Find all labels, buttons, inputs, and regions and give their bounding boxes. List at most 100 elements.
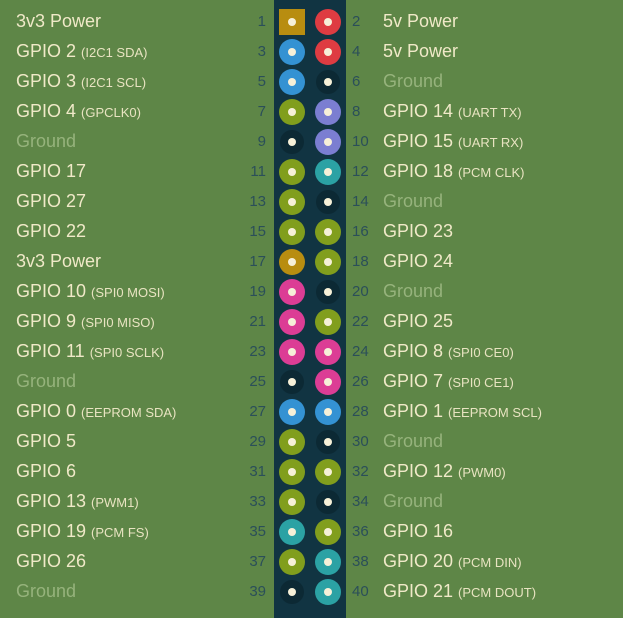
left-pin-cell: [274, 547, 310, 577]
left-pin-sublabel: (SPI0 MOSI): [91, 285, 165, 300]
pin-row[interactable]: GPIO 2(I2C1 SDA) 3 4 5v Power: [0, 37, 623, 67]
right-pin-label: GPIO 25: [383, 311, 454, 331]
right-pin-sublabel: (EEPROM SCL): [448, 405, 542, 420]
pin-dot: [288, 318, 296, 326]
right-pin-label-cell: 5v Power: [378, 36, 623, 68]
left-pin-sublabel: (GPCLK0): [81, 105, 141, 120]
right-pin-indicator: [315, 219, 341, 245]
left-pin-cell: [274, 457, 310, 487]
right-pin-number: 18: [352, 253, 369, 270]
left-pin-number: 17: [249, 253, 266, 270]
left-pin-label-cell: GPIO 22: [0, 216, 234, 248]
pin-dot: [324, 288, 332, 296]
pin-dot: [288, 438, 296, 446]
right-pin-sublabel: (PCM DIN): [458, 555, 522, 570]
pin-row[interactable]: GPIO 11(SPI0 SCLK) 23 24 GPIO 8(SPI0 CE0…: [0, 337, 623, 367]
pin-row[interactable]: GPIO 9(SPI0 MISO) 21 22 GPIO 25: [0, 307, 623, 337]
right-pin-indicator: [315, 459, 341, 485]
pin-row[interactable]: GPIO 22 15 16 GPIO 23: [0, 217, 623, 247]
left-pin-indicator: [279, 99, 305, 125]
left-pin-cell: [274, 37, 310, 67]
right-pin-label-cell: GPIO 7(SPI0 CE1): [378, 366, 623, 398]
left-pin-label: GPIO 27: [16, 191, 87, 211]
pin-row[interactable]: GPIO 17 11 12 GPIO 18(PCM CLK): [0, 157, 623, 187]
right-pin-indicator: [315, 579, 341, 605]
right-pin-number: 40: [352, 583, 369, 600]
right-pin-label-cell: GPIO 1(EEPROM SCL): [378, 396, 623, 428]
right-pin-label: GPIO 23: [383, 221, 454, 241]
pin-dot: [324, 528, 332, 536]
left-pin-label-cell: GPIO 26: [0, 546, 234, 578]
right-pin-label: GPIO 24: [383, 251, 454, 271]
pin-row[interactable]: Ground 9 10 GPIO 15(UART RX): [0, 127, 623, 157]
right-pin-cell: [310, 97, 346, 127]
pin-dot: [324, 408, 332, 416]
pin-row[interactable]: GPIO 10(SPI0 MOSI) 19 20 Ground: [0, 277, 623, 307]
left-pin-label: GPIO 19: [16, 521, 87, 541]
pin-dot: [288, 498, 296, 506]
pin-dot: [288, 258, 296, 266]
pin-row[interactable]: Ground 39 40 GPIO 21(PCM DOUT): [0, 577, 623, 607]
left-pin-label-cell: Ground: [0, 366, 234, 398]
right-pin-label-cell: GPIO 21(PCM DOUT): [378, 576, 623, 608]
right-pin-indicator: [316, 190, 340, 214]
right-pin-number: 6: [352, 73, 361, 90]
pin-row[interactable]: 3v3 Power 17 18 GPIO 24: [0, 247, 623, 277]
pin-dot: [324, 498, 332, 506]
left-pin-cell: [274, 367, 310, 397]
pin-row[interactable]: GPIO 6 31 32 GPIO 12(PWM0): [0, 457, 623, 487]
right-pin-indicator: [316, 280, 340, 304]
pin-row[interactable]: GPIO 3(I2C1 SCL) 5 6 Ground: [0, 67, 623, 97]
pin-row[interactable]: GPIO 5 29 30 Ground: [0, 427, 623, 457]
left-pin-cell: [274, 517, 310, 547]
right-pin-indicator: [315, 399, 341, 425]
left-pin-cell: [274, 157, 310, 187]
right-pin-label-cell: 5v Power: [378, 6, 623, 38]
left-pin-sublabel: (PWM1): [91, 495, 139, 510]
pin-row[interactable]: GPIO 27 13 14 Ground: [0, 187, 623, 217]
pin-row[interactable]: Ground 25 26 GPIO 7(SPI0 CE1): [0, 367, 623, 397]
right-pin-label: GPIO 20: [383, 551, 454, 571]
right-pin-label: Ground: [383, 431, 444, 451]
left-pin-number: 1: [257, 13, 266, 30]
pin-row[interactable]: GPIO 26 37 38 GPIO 20(PCM DIN): [0, 547, 623, 577]
pin-row[interactable]: GPIO 19(PCM FS) 35 36 GPIO 16: [0, 517, 623, 547]
left-pin-indicator: [280, 370, 304, 394]
right-pin-cell: [310, 37, 346, 67]
right-pin-label: Ground: [383, 71, 444, 91]
right-pin-number: 8: [352, 103, 361, 120]
right-pin-number: 10: [352, 133, 369, 150]
pin-dot: [324, 588, 332, 596]
right-pin-indicator: [315, 129, 341, 155]
left-pin-label: GPIO 22: [16, 221, 87, 241]
right-pin-label: GPIO 15: [383, 131, 454, 151]
right-pin-indicator: [315, 159, 341, 185]
right-pin-cell: [310, 157, 346, 187]
right-pin-number: 20: [352, 283, 369, 300]
left-pin-number: 23: [249, 343, 266, 360]
pin-dot: [288, 228, 296, 236]
left-pin-label: 3v3 Power: [16, 11, 102, 31]
left-pin-label: GPIO 4: [16, 101, 77, 121]
right-pin-sublabel: (SPI0 CE0): [448, 345, 514, 360]
left-pin-label-cell: GPIO 5: [0, 426, 234, 458]
right-pin-cell: [310, 67, 346, 97]
left-pin-number: 37: [249, 553, 266, 570]
pin-row[interactable]: GPIO 0(EEPROM SDA) 27 28 GPIO 1(EEPROM S…: [0, 397, 623, 427]
right-pin-indicator: [315, 39, 341, 65]
left-pin-number: 15: [249, 223, 266, 240]
left-pin-label: GPIO 17: [16, 161, 87, 181]
pin-dot: [288, 78, 296, 86]
pin-row[interactable]: 3v3 Power 1 2 5v Power: [0, 7, 623, 37]
pin-row[interactable]: GPIO 13(PWM1) 33 34 Ground: [0, 487, 623, 517]
left-pin-label: GPIO 0: [16, 401, 77, 421]
left-pin-number: 29: [249, 433, 266, 450]
left-pin-indicator: [280, 130, 304, 154]
right-pin-label: Ground: [383, 281, 444, 301]
pin-row[interactable]: GPIO 4(GPCLK0) 7 8 GPIO 14(UART TX): [0, 97, 623, 127]
left-pin-label-cell: GPIO 6: [0, 456, 234, 488]
pin-dot: [324, 438, 332, 446]
left-pin-label: GPIO 11: [16, 341, 85, 361]
left-pin-label: Ground: [16, 581, 77, 601]
